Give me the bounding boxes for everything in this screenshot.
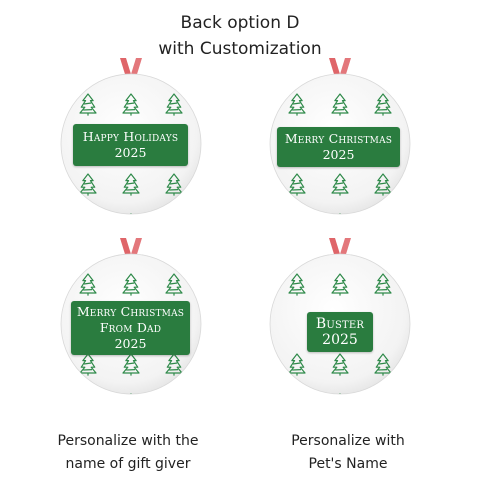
plaque-line-3: 2025 xyxy=(114,336,147,351)
tree-icon xyxy=(288,173,306,196)
tree-icon xyxy=(122,353,140,376)
header-title: Back option D xyxy=(180,13,300,33)
ornament-plaque: Merry Christmas From Dad 2025 xyxy=(71,301,190,355)
tree-icon xyxy=(331,93,349,116)
page-header: Back option D with Customization xyxy=(0,10,480,62)
tree-icon xyxy=(165,353,183,376)
tree-icon xyxy=(374,353,392,376)
caption-right-line-1: Personalize with xyxy=(291,433,405,449)
tree-icon xyxy=(374,393,392,394)
tree-icon xyxy=(331,173,349,196)
plaque-line-1: Buster xyxy=(315,316,365,332)
tree-icon xyxy=(374,213,392,214)
ornament-plaque: Buster 2025 xyxy=(307,312,373,352)
tree-icon xyxy=(122,93,140,116)
plaque-line-1: Merry Christmas xyxy=(76,304,185,319)
plaque-line-2: 2025 xyxy=(322,332,358,348)
caption-left-line-1: Personalize with the xyxy=(57,433,199,449)
plaque-line-1: Merry Christmas xyxy=(284,131,393,146)
tree-icon xyxy=(331,353,349,376)
tree-icon xyxy=(288,393,306,394)
ornament-merry-christmas-from-dad: Merry Christmas From Dad 2025 xyxy=(56,238,206,395)
ornament-plaque: Merry Christmas 2025 xyxy=(277,127,400,167)
ornament-happy-holidays: Happy Holidays 2025 xyxy=(56,58,206,215)
tree-icon xyxy=(331,393,349,394)
plaque-line-2: From Dad xyxy=(99,320,162,335)
caption-left-line-2: name of gift giver xyxy=(65,456,191,472)
tree-icon xyxy=(165,93,183,116)
tree-icon xyxy=(374,273,392,296)
tree-icon xyxy=(288,273,306,296)
caption-left: Personalize with the name of gift giver xyxy=(18,430,238,476)
tree-icon xyxy=(331,213,349,214)
tree-icon xyxy=(331,273,349,296)
ornament-buster: Buster 2025 xyxy=(265,238,415,395)
tree-icon xyxy=(288,353,306,376)
tree-icon xyxy=(288,213,306,214)
tree-icon xyxy=(374,173,392,196)
tree-icon xyxy=(122,393,140,394)
header-subtitle: with Customization xyxy=(158,39,322,59)
tree-icon xyxy=(79,393,97,394)
tree-icon xyxy=(374,93,392,116)
ornament-merry-christmas: Merry Christmas 2025 xyxy=(265,58,415,215)
tree-icon xyxy=(165,393,183,394)
tree-icon xyxy=(79,213,97,214)
plaque-line-2: 2025 xyxy=(114,145,147,160)
tree-icon xyxy=(79,93,97,116)
tree-icon xyxy=(79,173,97,196)
tree-icon xyxy=(79,353,97,376)
caption-right: Personalize with Pet's Name xyxy=(238,430,458,476)
tree-icon xyxy=(79,273,97,296)
tree-icon xyxy=(165,173,183,196)
plaque-line-1: Happy Holidays xyxy=(82,129,179,144)
tree-icon xyxy=(288,93,306,116)
tree-icon xyxy=(165,273,183,296)
ornament-plaque: Happy Holidays 2025 xyxy=(73,124,188,166)
tree-icon xyxy=(165,213,183,214)
tree-icon xyxy=(122,173,140,196)
plaque-line-2: 2025 xyxy=(322,147,355,162)
tree-icon xyxy=(122,273,140,296)
caption-right-line-2: Pet's Name xyxy=(308,456,388,472)
tree-icon xyxy=(122,213,140,214)
